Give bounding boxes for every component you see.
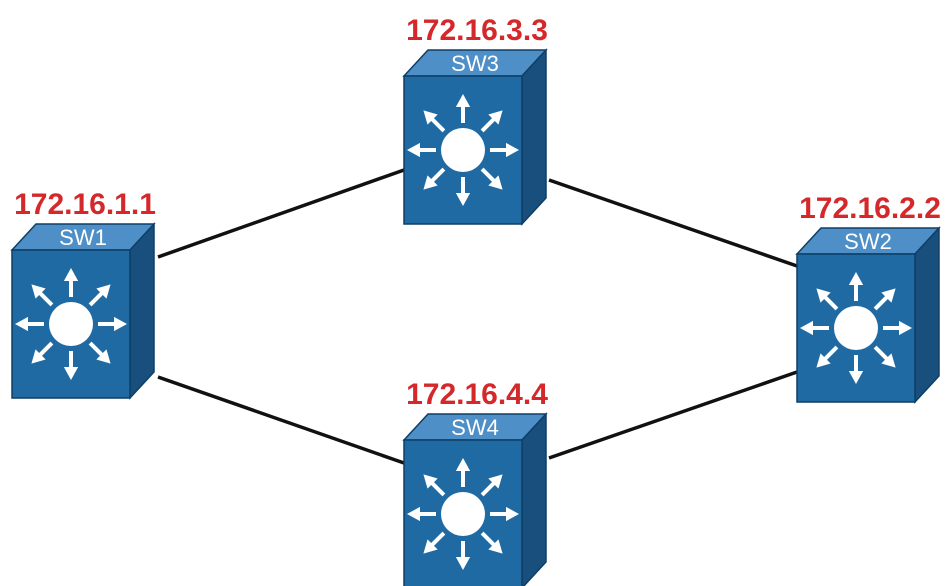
switch-name-label: SW4 <box>451 415 499 440</box>
switch-sw4[interactable]: SW4 172.16.4.4 <box>402 378 548 586</box>
layer3-switch-icon <box>15 268 127 380</box>
switch-sw1[interactable]: SW1 172.16.1.1 <box>10 188 156 400</box>
switch-name-label: SW3 <box>451 51 499 76</box>
switch-name-label: SW2 <box>844 229 892 254</box>
link-sw1-sw3 <box>157 168 405 259</box>
link-sw1-sw4 <box>157 375 405 465</box>
switches-layer: SW1172.16.1.1SW2172.16.2.2SW3172.16.3.3S… <box>10 14 941 586</box>
layer3-switch-icon <box>407 458 519 570</box>
layer3-switch-icon <box>800 272 912 384</box>
link-sw3-sw2 <box>548 178 798 268</box>
link-sw4-sw2 <box>548 370 798 460</box>
switch-ip-label: 172.16.1.1 <box>14 188 156 221</box>
layer3-switch-icon <box>407 94 519 206</box>
switch-side-face <box>914 226 940 404</box>
switch-sw2[interactable]: SW2 172.16.2.2 <box>795 192 941 404</box>
switch-side-face <box>521 412 547 586</box>
switch-ip-label: 172.16.4.4 <box>406 378 548 411</box>
switch-side-face <box>521 48 547 226</box>
links-layer <box>157 168 798 465</box>
switch-sw3[interactable]: SW3 172.16.3.3 <box>402 14 548 226</box>
switch-name-label: SW1 <box>59 225 107 250</box>
switch-ip-label: 172.16.3.3 <box>406 14 548 47</box>
switch-ip-label: 172.16.2.2 <box>799 192 941 225</box>
switch-side-face <box>129 222 155 400</box>
